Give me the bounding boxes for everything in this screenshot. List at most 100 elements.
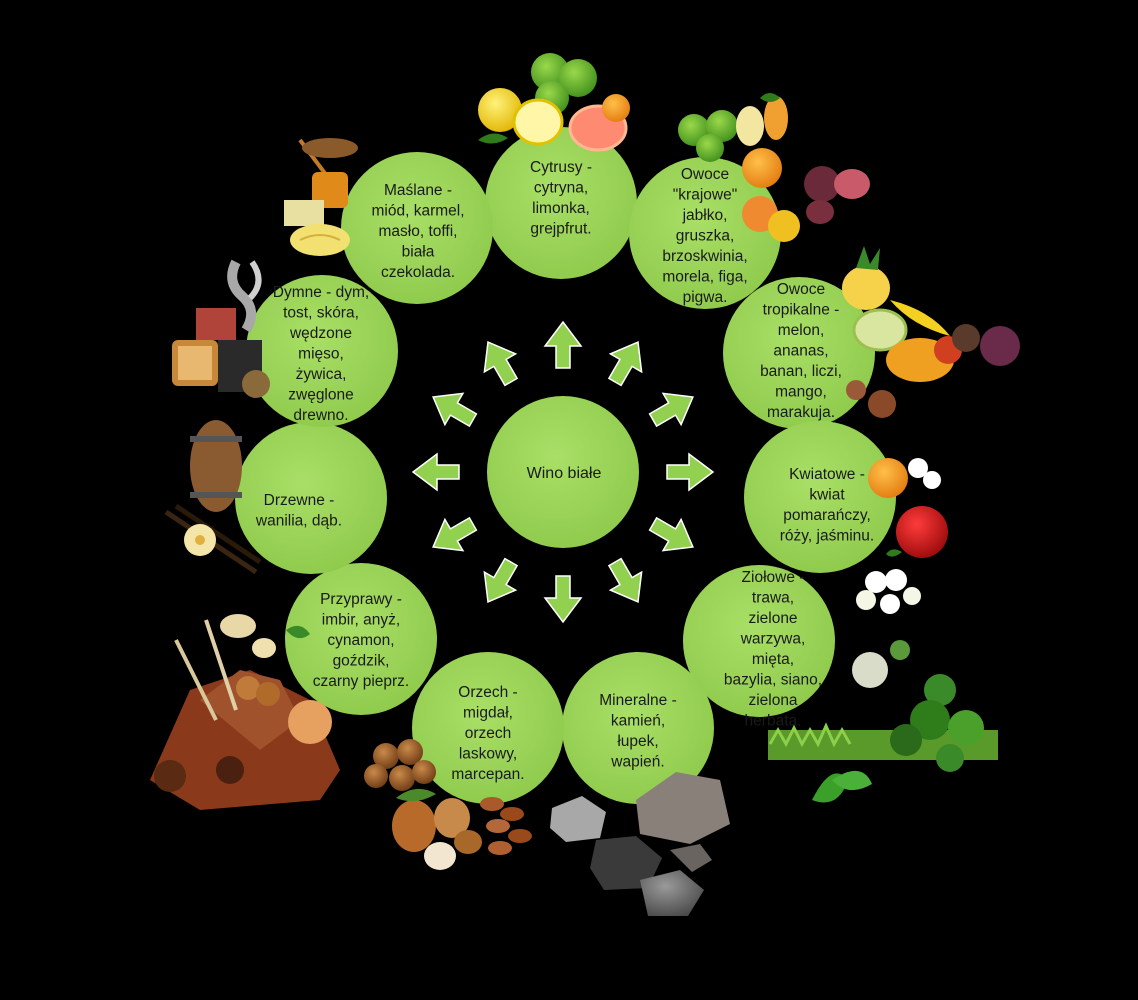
- label-spice: Przyprawy -imbir, anyż,cynamon,goździk,c…: [313, 591, 409, 690]
- label-line: tropikalne -: [763, 302, 840, 319]
- label-line: herbata.: [745, 713, 802, 730]
- label-line: orzech: [465, 725, 512, 742]
- label-nut: Orzech - migdał, orzech laskowy, marcepan.: [451, 684, 524, 783]
- arrow-7: [483, 557, 519, 603]
- label-line: marakuja.: [767, 404, 835, 421]
- label-line: zielone: [748, 610, 797, 627]
- label-tropical: Owoce tropikalne - melon, ananas, banan, lic…: [760, 281, 842, 421]
- label-domestic-fruit: Owoce"krajowe"jabłko,gruszka,brzoskwinia…: [662, 166, 747, 306]
- label-line: morela, figa,: [662, 269, 747, 286]
- label-line: czarny pieprz.: [313, 673, 409, 690]
- label-line: mięso,: [298, 346, 344, 363]
- smoke-toast-icon: [172, 259, 270, 398]
- label-line: trawa,: [752, 590, 794, 607]
- arrow-1: [607, 341, 643, 387]
- category-circle-woody: [235, 422, 387, 574]
- citrus-fruits-icon: [478, 53, 630, 152]
- label-line: drewno.: [293, 407, 348, 424]
- center-label: Wino białe: [527, 465, 602, 482]
- category-circle-spice: [285, 563, 437, 715]
- arrow-8: [432, 516, 478, 552]
- barrel-vanilla-icon: [164, 420, 262, 575]
- label-line: brzoskwinia,: [662, 248, 747, 265]
- label-line: czekolada.: [381, 264, 455, 281]
- label-line: grejpfrut.: [530, 221, 591, 238]
- spices-icon: [150, 614, 340, 810]
- label-line: limonka,: [532, 200, 590, 217]
- label-line: Owoce: [681, 166, 729, 183]
- arrow-11: [483, 341, 519, 387]
- label-line: żywica,: [296, 366, 347, 383]
- category-circle-herbal: [683, 565, 835, 717]
- category-circle-buttery: [341, 152, 493, 304]
- label-line: mięta,: [752, 651, 794, 668]
- label-line: migdał,: [463, 705, 513, 722]
- category-labels: Cytrusy - cytryna, limonka, grejpfrut. Owoc…: [255, 159, 874, 783]
- label-floral: Kwiatowe - kwiat pomarańczy, róży, jaśminu.: [780, 466, 874, 545]
- label-line: Cytrusy -: [530, 159, 592, 176]
- label-line: cytryna,: [534, 180, 588, 197]
- label-line: ananas,: [773, 343, 828, 360]
- label-line: pomarańczy,: [783, 507, 871, 524]
- category-circle-domestic-fruit: [629, 157, 781, 309]
- label-citrus: Cytrusy - cytryna, limonka, grejpfrut.: [530, 159, 592, 238]
- label-line: masło, toffi,: [379, 223, 458, 240]
- label-line: marcepan.: [451, 766, 524, 783]
- label-line: pigwa.: [683, 289, 728, 306]
- label-line: Orzech -: [458, 684, 517, 701]
- label-line: Przyprawy -: [320, 591, 402, 608]
- label-line: melon,: [778, 322, 825, 339]
- category-circle-tropical: [723, 277, 875, 429]
- label-line: Drzewne -: [264, 492, 335, 509]
- label-line: laskowy,: [459, 746, 517, 763]
- arrow-9: [411, 452, 460, 492]
- label-line: bazylia, siano,: [724, 672, 822, 689]
- arrow-2: [648, 392, 694, 428]
- category-circle-smoky: [246, 275, 398, 427]
- arrow-0: [543, 320, 583, 369]
- label-mineral: Mineralne - kamień, łupek, wapień.: [599, 692, 677, 771]
- category-circle-citrus: [485, 127, 637, 279]
- category-circle-mineral: [562, 652, 714, 804]
- label-line: Dymne - dym,: [273, 284, 369, 301]
- label-line: łupek,: [617, 733, 658, 750]
- label-line: róży, jaśminu.: [780, 528, 874, 545]
- label-line: zielona: [748, 692, 797, 709]
- arrow-10: [432, 392, 478, 428]
- category-circle-floral: [744, 421, 896, 573]
- label-herbal: Ziołowe - trawa, zielone warzywa, mięta, bazy…: [724, 569, 822, 730]
- label-woody: Drzewne - wanilia, dąb.: [255, 492, 342, 530]
- label-line: banan, liczi,: [760, 363, 842, 380]
- label-line: goździk,: [333, 653, 390, 670]
- honey-butter-icon: [284, 138, 358, 256]
- category-circles: [235, 127, 896, 804]
- tropical-fruits-icon: [842, 246, 1020, 418]
- label-line: warzywa,: [740, 631, 806, 648]
- label-line: Ziołowe -: [742, 569, 805, 586]
- label-line: gruszka,: [676, 228, 735, 245]
- label-line: Kwiatowe -: [789, 466, 865, 483]
- label-line: wapień.: [610, 754, 664, 771]
- arrow-3: [666, 452, 715, 492]
- label-line: miód, karmel,: [371, 203, 464, 220]
- label-line: imbir, anyż,: [322, 612, 400, 629]
- rose-jasmine-icon: [856, 458, 948, 614]
- arrow-5: [607, 557, 643, 603]
- label-line: kamień,: [611, 713, 665, 730]
- label-line: wanilia, dąb.: [255, 513, 342, 530]
- center-circle: [487, 396, 639, 548]
- apple-pear-fig-icon: [678, 93, 870, 242]
- label-buttery: Maślane -miód, karmel,masło, toffi,biała…: [371, 182, 464, 281]
- label-line: Owoce: [777, 281, 825, 298]
- label-line: tost, skóra,: [283, 305, 359, 322]
- arrows: [411, 320, 715, 624]
- arrow-4: [648, 516, 694, 552]
- stones-icon: [550, 772, 730, 916]
- label-line: Mineralne -: [599, 692, 677, 709]
- label-line: mango,: [775, 384, 827, 401]
- arrow-6: [543, 575, 583, 624]
- label-line: biała: [402, 244, 435, 261]
- label-line: kwiat: [809, 487, 845, 504]
